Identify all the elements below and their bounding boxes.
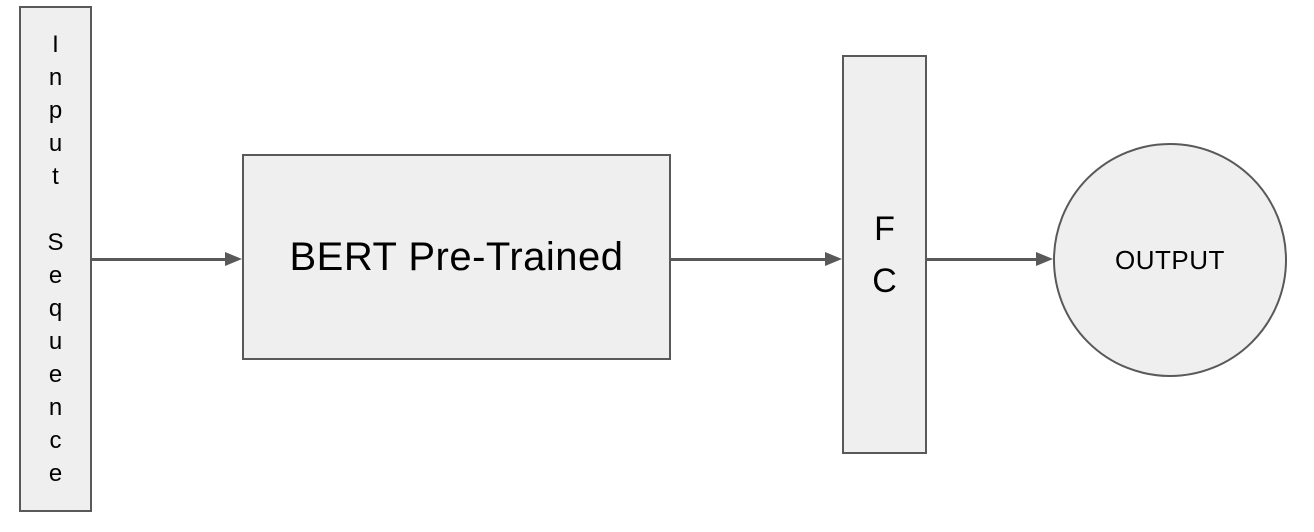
node-output: OUTPUT bbox=[1053, 143, 1287, 377]
output-label: OUTPUT bbox=[1115, 244, 1225, 275]
arrow-input-to-bert bbox=[92, 252, 242, 266]
bert-pretrained-label: BERT Pre-Trained bbox=[289, 234, 624, 279]
arrowhead-icon bbox=[1036, 252, 1053, 266]
arrowhead-icon bbox=[225, 252, 242, 266]
arrowhead-icon bbox=[825, 252, 842, 266]
node-bert-pretrained: BERT Pre-Trained bbox=[242, 154, 671, 360]
arrow-bert-to-fc bbox=[671, 252, 842, 266]
arrow-fc-to-output bbox=[927, 252, 1053, 266]
